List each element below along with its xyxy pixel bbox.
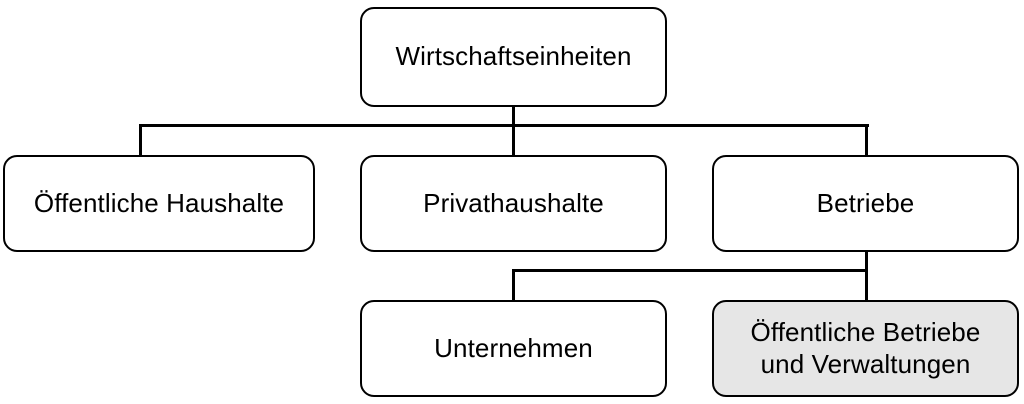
edge-to-oeffentliche-betriebe [865,269,868,302]
edge-to-betriebe [865,124,868,157]
edge-root-stem [512,107,515,127]
edge-to-oeffentliche-haushalte [139,124,142,157]
node-label: Wirtschaftseinheiten [395,41,632,72]
node-betriebe[interactable]: Betriebe [712,155,1019,252]
node-oeffentliche-betriebe-und-verwaltungen[interactable]: Öffentliche Betriebe und Verwaltungen [712,300,1019,397]
edge-level1-bus [139,124,869,127]
node-privathaushalte[interactable]: Privathaushalte [360,155,667,252]
edge-to-unternehmen [512,269,515,302]
node-oeffentliche-haushalte[interactable]: Öffentliche Haushalte [3,155,315,252]
edge-to-privathaushalte [512,124,515,157]
node-label: Privathaushalte [423,187,604,218]
node-label: Öffentliche Betriebe und Verwaltungen [750,316,981,379]
edge-level2-bus [512,269,868,272]
edge-betriebe-stem [865,250,868,272]
node-unternehmen[interactable]: Unternehmen [360,300,667,397]
node-label: Unternehmen [434,332,593,363]
node-label: Betriebe [816,187,915,218]
node-label: Öffentliche Haushalte [33,187,285,218]
node-wirtschaftseinheiten[interactable]: Wirtschaftseinheiten [360,7,667,107]
